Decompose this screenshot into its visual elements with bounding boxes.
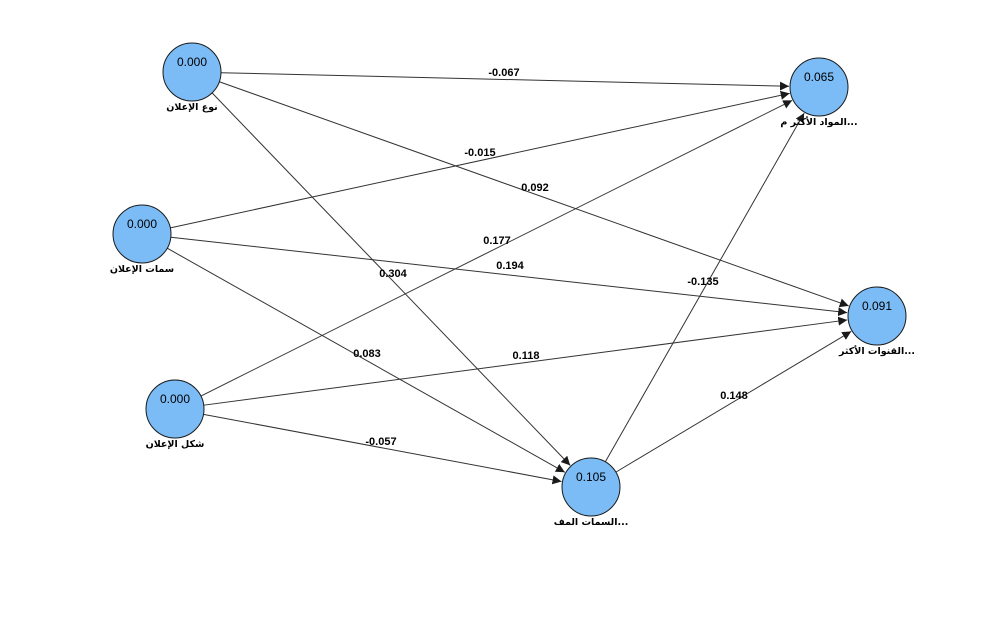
node-circle[interactable]	[561, 457, 621, 517]
node-ad-features[interactable]: 0.000 سمات الإعلان	[110, 204, 174, 275]
edge-coefficient-label: -0.015	[464, 147, 495, 159]
node-label: ...السمات المف	[554, 517, 629, 528]
node-circle[interactable]	[112, 204, 172, 264]
edge-coefficient-label: -0.135	[687, 276, 718, 288]
edge-coefficient-label: 0.118	[513, 350, 540, 362]
node-r2-value: 0.000	[127, 217, 157, 231]
node-circle[interactable]	[162, 42, 222, 102]
node-circle[interactable]	[145, 379, 205, 439]
edge-n2-to-n5	[170, 236, 848, 317]
nodes-layer: 0.000 نوع الإعلان 0.000 سمات الإعلان 0.000 شك…	[110, 42, 915, 528]
node-ad-form[interactable]: 0.000 شكل الإعلان	[145, 379, 205, 450]
node-r2-value: 0.065	[804, 70, 834, 84]
edge-labels-layer: -0.067 0.092 0.304 -0.015 0.194 0.083 0.177 0.1…	[353, 67, 748, 448]
edge-n3-to-n4	[200, 99, 793, 397]
node-label: نوع الإعلان	[166, 102, 217, 113]
node-circle[interactable]	[847, 286, 907, 346]
node-label: سمات الإعلان	[110, 264, 174, 275]
edge-coefficient-label: 0.177	[483, 235, 511, 247]
node-r2-value: 0.091	[862, 299, 892, 313]
edge-coefficient-label: -0.067	[488, 67, 519, 79]
edge-n3-to-n5	[203, 316, 848, 406]
node-features[interactable]: 0.105 ...السمات المف	[554, 457, 629, 528]
node-label: شكل الإعلان	[146, 439, 205, 450]
edge-n2-to-n6	[167, 247, 566, 473]
edge-coefficient-label: 0.304	[379, 268, 407, 280]
node-r2-value: 0.105	[576, 470, 606, 484]
edge-n1-to-n6	[211, 92, 571, 466]
edge-coefficient-label: -0.057	[365, 436, 396, 448]
node-materials[interactable]: 0.065 ...المواد الأكثر م	[780, 57, 858, 128]
edge-n3-to-n6	[203, 413, 562, 485]
edges-layer	[167, 72, 852, 485]
node-channels[interactable]: 0.091 ...القنوات الأكثر	[838, 286, 915, 357]
edge-coefficient-label: 0.092	[521, 182, 549, 194]
node-r2-value: 0.000	[177, 55, 207, 69]
edge-coefficient-label: 0.194	[496, 260, 524, 272]
edge-n2-to-n4	[170, 90, 790, 229]
node-ad-type[interactable]: 0.000 نوع الإعلان	[162, 42, 222, 113]
edge-n1-to-n5	[219, 81, 849, 308]
node-r2-value: 0.000	[160, 392, 190, 406]
edge-n1-to-n4	[220, 72, 790, 91]
node-label: ...القنوات الأكثر	[838, 345, 915, 357]
node-circle[interactable]	[789, 57, 849, 117]
edge-coefficient-label: 0.083	[353, 348, 381, 360]
edge-n6-to-n5	[615, 330, 852, 473]
node-label: ...المواد الأكثر م	[780, 116, 857, 128]
edge-n6-to-n4	[604, 112, 805, 463]
edge-coefficient-label: 0.148	[720, 390, 748, 402]
